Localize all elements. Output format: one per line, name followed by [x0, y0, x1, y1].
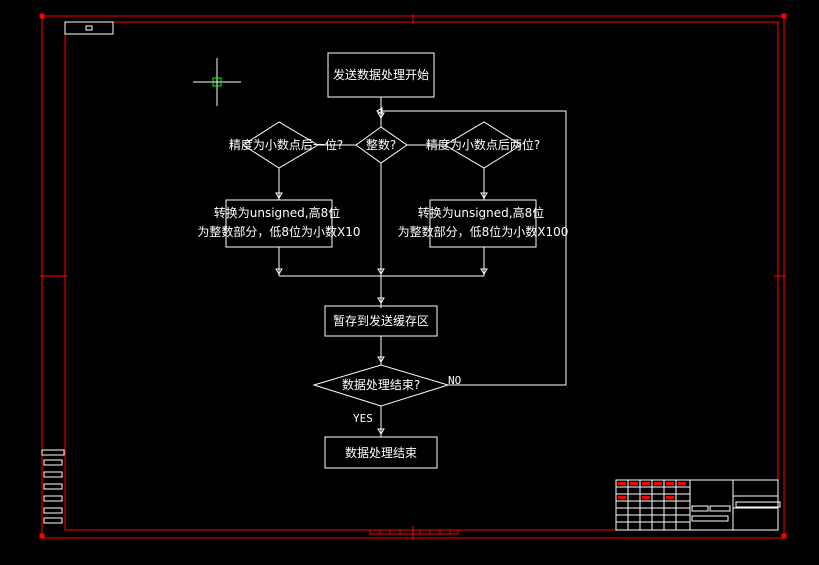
arrow-head [480, 192, 488, 199]
decision-end-label: 数据处理结束? [342, 377, 420, 392]
decision-two-decimal-label: 精度为小数点后两位? [426, 137, 540, 152]
flowchart-labels: 发送数据处理开始 整数? 精度为小数点后一位? 精度为小数点后两位? 转换为un… [197, 67, 568, 460]
yes-label: YES [353, 412, 373, 425]
arrow-head [377, 268, 385, 275]
end-label: 数据处理结束 [345, 445, 417, 460]
title-block-red-marks [618, 482, 686, 499]
store-label: 暂存到发送缓存区 [333, 313, 429, 328]
arrow-head [376, 107, 383, 115]
arrow-head [377, 428, 385, 435]
crosshair-cursor[interactable] [193, 58, 241, 106]
title-block [615, 479, 781, 531]
arrow-head [480, 268, 488, 275]
corner-mark-tr [781, 13, 787, 19]
corner-mark-tl [39, 13, 45, 19]
flowchart [225, 52, 567, 469]
convert-two-line1: 转换为unsigned,高8位 [418, 205, 544, 220]
corner-mark-bl [39, 533, 45, 539]
left-side-strip [41, 449, 65, 524]
convert-two-line2: 为整数部分，低8位为小数X100 [398, 224, 569, 239]
convert-one-line2: 为整数部分，低8位为小数X10 [197, 224, 360, 239]
decision-two-decimal-diamond[interactable] [444, 121, 522, 169]
corner-mark-br [781, 533, 787, 539]
arrow-head [275, 192, 283, 199]
arrow-head [377, 297, 385, 304]
decision-one-decimal-label: 精度为小数点后一位? [229, 137, 343, 152]
convert-two-decimal-box[interactable] [429, 199, 537, 248]
bottom-scale-strip [369, 529, 459, 535]
start-label: 发送数据处理开始 [333, 67, 429, 82]
convert-one-line1: 转换为unsigned,高8位 [214, 205, 340, 220]
top-left-tag [64, 21, 114, 35]
end-box[interactable] [324, 436, 438, 469]
decision-integer-label: 整数? [366, 137, 396, 152]
no-label: NO [448, 374, 461, 387]
drawing-border [39, 13, 787, 540]
arrow-head [377, 356, 385, 363]
arrow-head [275, 268, 283, 275]
